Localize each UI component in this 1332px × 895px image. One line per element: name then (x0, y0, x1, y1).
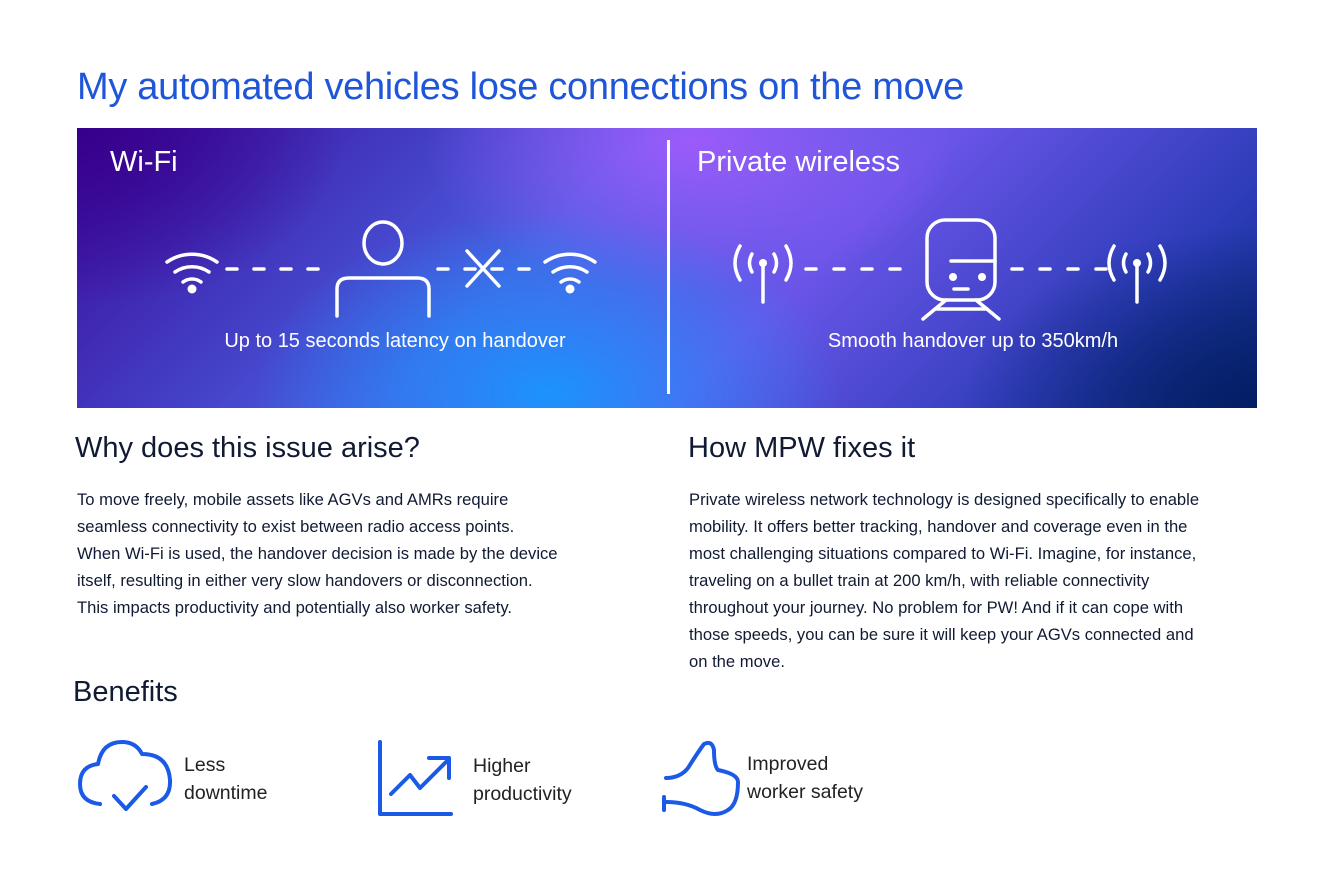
private-wireless-panel-label: Private wireless (697, 146, 901, 178)
page-title: My automated vehicles lose connections o… (77, 66, 964, 108)
how-line: traveling on a bullet train at 200 km/h,… (689, 571, 1150, 590)
why-line: When Wi-Fi is used, the handover decisio… (77, 544, 558, 563)
wifi-handover-diagram (165, 220, 597, 318)
why-line: This impacts productivity and potentiall… (77, 598, 513, 617)
benefit-less-downtime: Less downtime (76, 738, 267, 820)
private-wireless-caption: Smooth handover up to 350km/h (827, 330, 1119, 352)
comparison-banner: Wi-Fi (77, 128, 1257, 408)
how-line: those speeds, you can be sure it will ke… (689, 625, 1194, 644)
why-paragraph: To move freely, mobile assets like AGVs … (77, 486, 558, 621)
how-heading: How MPW fixes it (688, 432, 916, 464)
how-line: most challenging situations compared to … (689, 544, 1197, 563)
how-line: on the move. (689, 652, 785, 671)
how-paragraph: Private wireless network technology is d… (689, 486, 1199, 675)
panel-divider (667, 140, 670, 394)
benefit-higher-productivity: Higher productivity (377, 740, 572, 820)
train-icon (921, 218, 1001, 321)
trend-up-chart-icon (378, 740, 453, 816)
antenna-icon (733, 244, 793, 304)
why-line: itself, resulting in either very slow ha… (77, 571, 533, 590)
benefit-improved-worker-safety: Improved worker safety (660, 738, 863, 818)
benefits-heading: Benefits (73, 676, 178, 708)
thumbs-up-icon (662, 740, 740, 816)
why-line: seamless connectivity to exist between r… (77, 517, 515, 536)
wifi-panel-label: Wi-Fi (110, 146, 178, 178)
person-icon (335, 220, 431, 318)
benefit-label: Improved worker safety (747, 753, 863, 803)
wifi-icon (165, 252, 219, 284)
private-wireless-handover-diagram (733, 218, 1167, 321)
benefit-label: Higher productivity (473, 755, 572, 805)
how-line: mobility. It offers better tracking, han… (689, 517, 1188, 536)
how-line: throughout your journey. No problem for … (689, 598, 1184, 617)
benefit-label: Less downtime (184, 754, 268, 804)
cloud-check-icon (78, 740, 173, 811)
why-line: To move freely, mobile assets like AGVs … (77, 490, 509, 509)
wifi-caption: Up to 15 seconds latency on handover (224, 330, 566, 352)
how-line: Private wireless network technology is d… (689, 490, 1200, 509)
antenna-icon (1107, 244, 1167, 304)
wifi-icon (543, 252, 597, 284)
broken-link-x-icon (465, 249, 501, 288)
why-heading: Why does this issue arise? (75, 432, 420, 464)
